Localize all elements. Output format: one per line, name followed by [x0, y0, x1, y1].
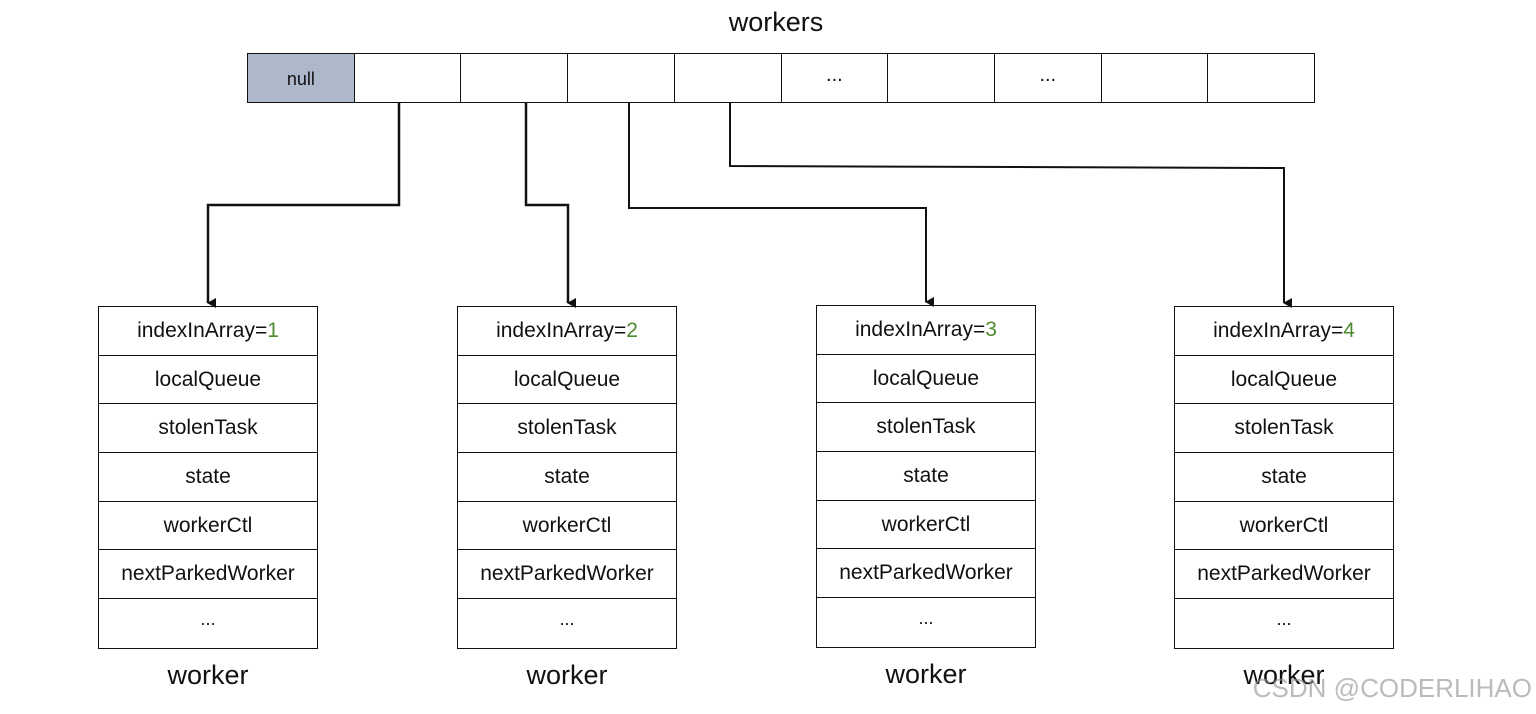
index-label: indexInArray= — [1213, 318, 1344, 342]
field-next-parked-worker: nextParkedWorker — [817, 549, 1035, 599]
field-index-in-array: indexInArray=4 — [1175, 307, 1393, 356]
array-cell-4 — [675, 54, 782, 102]
worker-caption: worker — [885, 658, 967, 689]
field-next-parked-worker: nextParkedWorker — [458, 550, 676, 600]
field-index-in-array: indexInArray=3 — [817, 306, 1035, 355]
workers-array-title: workers — [728, 7, 824, 37]
worker-2: indexInArray=2 localQueue stolenTask sta… — [457, 306, 677, 691]
field-worker-ctl: workerCtl — [817, 501, 1035, 550]
arrow-to-worker-3 — [628, 103, 934, 307]
field-ellipsis: ... — [918, 607, 934, 628]
workers-array: null ... ... — [247, 53, 1315, 103]
field-local-queue: localQueue — [817, 355, 1035, 404]
field-stolen-task: stolenTask — [817, 403, 1035, 453]
worker-caption: worker — [526, 659, 608, 690]
worker-4: indexInArray=4 localQueue stolenTask sta… — [1174, 306, 1394, 691]
array-cell-3 — [568, 54, 675, 102]
field-state: state — [458, 453, 676, 502]
index-value: 2 — [626, 318, 638, 342]
field-next-parked-worker: nextParkedWorker — [1175, 550, 1393, 600]
field-index-in-array: indexInArray=1 — [99, 307, 317, 356]
worker-fields: indexInArray=2 localQueue stolenTask sta… — [457, 306, 677, 649]
index-value: 1 — [267, 318, 279, 342]
index-label: indexInArray= — [496, 318, 627, 342]
arrow-to-worker-2 — [524, 103, 576, 308]
field-local-queue: localQueue — [99, 356, 317, 405]
index-label: indexInArray= — [855, 317, 986, 341]
array-cell-8 — [1102, 54, 1209, 102]
field-local-queue: localQueue — [1175, 356, 1393, 405]
array-cell-6 — [888, 54, 995, 102]
worker-fields: indexInArray=3 localQueue stolenTask sta… — [816, 305, 1036, 648]
index-label: indexInArray= — [137, 318, 268, 342]
field-ellipsis: ... — [1276, 608, 1292, 629]
worker-3: indexInArray=3 localQueue stolenTask sta… — [816, 305, 1036, 690]
field-ellipsis: ... — [559, 608, 575, 629]
index-value: 4 — [1343, 318, 1355, 342]
field-worker-ctl: workerCtl — [1175, 502, 1393, 551]
field-next-parked-worker: nextParkedWorker — [99, 550, 317, 600]
worker-fields: indexInArray=4 localQueue stolenTask sta… — [1174, 306, 1394, 649]
worker-fields: indexInArray=1 localQueue stolenTask sta… — [98, 306, 318, 649]
field-stolen-task: stolenTask — [99, 404, 317, 454]
field-stolen-task: stolenTask — [1175, 404, 1393, 454]
field-state: state — [817, 452, 1035, 501]
worker-caption: worker — [167, 659, 249, 690]
field-worker-ctl: workerCtl — [458, 502, 676, 551]
field-index-in-array: indexInArray=2 — [458, 307, 676, 356]
index-value: 3 — [985, 317, 997, 341]
field-ellipsis: ... — [200, 608, 216, 629]
arrow-to-worker-1 — [206, 103, 401, 308]
array-cell-2 — [461, 54, 569, 102]
worker-1: indexInArray=1 localQueue stolenTask sta… — [98, 306, 318, 691]
array-cell-ellipsis: ... — [782, 54, 889, 102]
field-state: state — [99, 453, 317, 502]
field-local-queue: localQueue — [458, 356, 676, 405]
array-cell-1 — [355, 54, 462, 102]
field-worker-ctl: workerCtl — [99, 502, 317, 551]
worker-caption: worker — [1243, 659, 1325, 690]
arrow-to-worker-4 — [729, 103, 1292, 308]
field-stolen-task: stolenTask — [458, 404, 676, 454]
array-cell-ellipsis: ... — [995, 54, 1102, 102]
array-cell-null: null — [248, 54, 355, 102]
field-state: state — [1175, 453, 1393, 502]
watermark: CSDN @CODERLIHAO — [1252, 673, 1532, 703]
